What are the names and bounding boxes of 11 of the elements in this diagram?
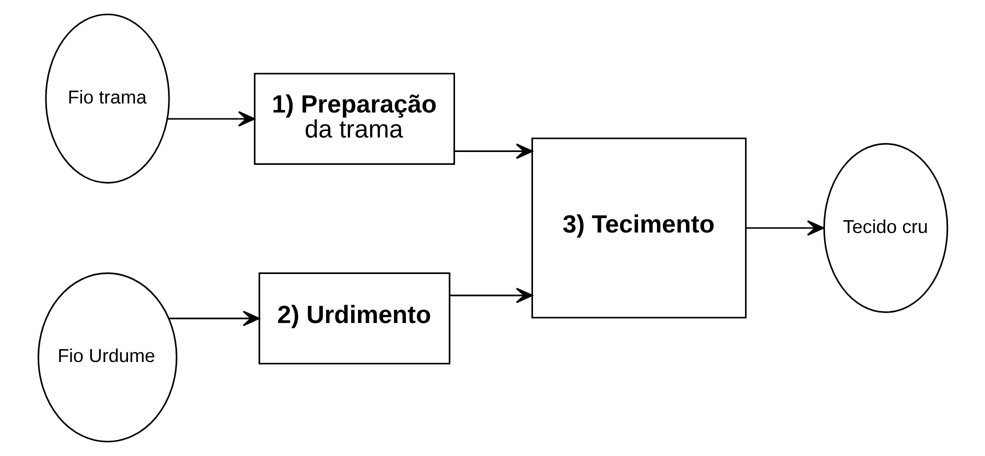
node-box: 1) Preparação da trama [253,72,455,165]
node-ellipse: Fio Urdume [37,272,177,442]
arrow [746,220,824,236]
arrow [166,111,255,127]
arrow [454,143,532,159]
node-box: 2) Urdimento [258,272,450,364]
node-ellipse: Tecido cru [822,143,948,313]
arrow [168,310,260,326]
arrow [449,288,532,304]
node-ellipse: Fio trama [44,14,170,184]
node-box: 3) Tecimento [530,138,746,318]
